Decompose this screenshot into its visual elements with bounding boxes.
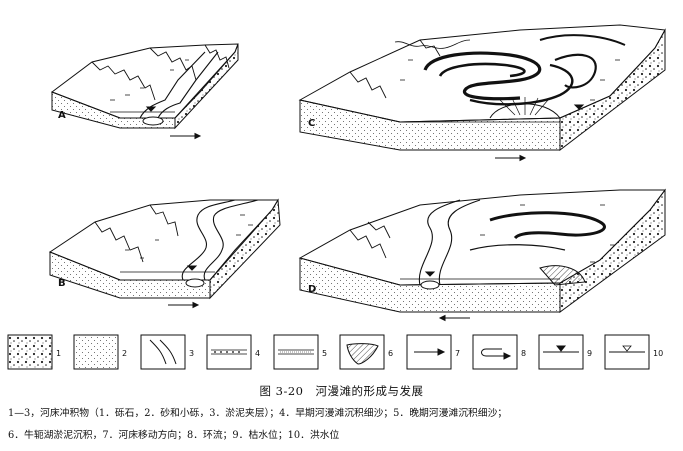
panel-label-b: B bbox=[58, 278, 66, 289]
legend-item-6: 6 bbox=[339, 334, 393, 370]
diagram-panel-a: A bbox=[50, 43, 239, 140]
legend-num-6: 6 bbox=[388, 349, 393, 358]
figure-caption-line-1: 1—3，河床冲积物（1．砾石，2．砂和小砾，3．淤泥夹层）；4．早期河漫滩沉积细… bbox=[8, 408, 508, 419]
legend-num-10: 10 bbox=[653, 349, 663, 358]
legend-item-10: 10 bbox=[604, 334, 663, 370]
panel-label-a: A bbox=[58, 110, 66, 121]
legend-num-2: 2 bbox=[122, 349, 127, 358]
panel-label-d: D bbox=[308, 284, 316, 295]
legend-item-7: 7 bbox=[406, 334, 460, 370]
diagram-panel-d: D bbox=[298, 188, 666, 322]
diagram-panel-c: C bbox=[298, 24, 666, 162]
legend-num-7: 7 bbox=[455, 349, 460, 358]
legend-num-8: 8 bbox=[521, 349, 526, 358]
diagram-panel-b: B bbox=[48, 198, 281, 309]
panel-label-c: C bbox=[308, 118, 315, 129]
figure-caption-title: 图 3-20 河漫滩的形成与发展 bbox=[259, 384, 424, 398]
legend-item-1: 1 bbox=[7, 334, 61, 370]
legend-num-3: 3 bbox=[189, 349, 194, 358]
legend-item-5: 5 bbox=[273, 334, 327, 370]
legend-num-1: 1 bbox=[56, 349, 61, 358]
legend-item-8: 8 bbox=[472, 334, 526, 370]
legend-num-5: 5 bbox=[322, 349, 327, 358]
legend-item-3: 3 bbox=[140, 334, 194, 370]
legend: 1 2 3 4 5 6 bbox=[7, 334, 663, 370]
legend-item-9: 9 bbox=[538, 334, 592, 370]
legend-num-4: 4 bbox=[255, 349, 260, 358]
legend-num-9: 9 bbox=[587, 349, 592, 358]
figure-caption-line-2: 6．牛轭湖淤泥沉积，7．河床移动方向；8．环流；9．枯水位；10．洪水位 bbox=[8, 430, 340, 441]
legend-item-2: 2 bbox=[73, 334, 127, 370]
legend-item-4: 4 bbox=[206, 334, 260, 370]
